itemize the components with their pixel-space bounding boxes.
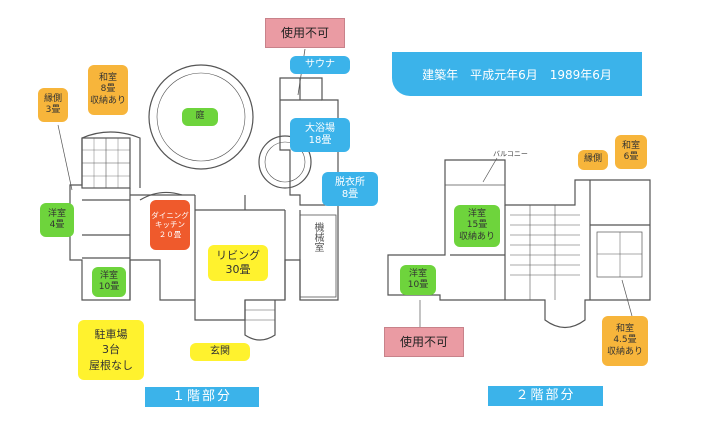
- floor1-unavailable-label: 使用不可: [265, 18, 345, 48]
- washitsu-8-label: 和室 8畳 収納あり: [88, 65, 128, 115]
- dressing-label: 脱衣所 8畳: [322, 172, 378, 206]
- engawa-2f-label: 縁側: [578, 150, 608, 170]
- sauna-label: サウナ: [290, 56, 350, 74]
- floor2-caption: ２階部分: [488, 386, 603, 406]
- youshitsu-4-label: 洋室 4畳: [40, 203, 74, 237]
- garden-circle: [148, 64, 254, 170]
- build-year-text: 建築年 平成元年6月 1989年6月: [422, 67, 612, 82]
- build-year-banner: 建築年 平成元年6月 1989年6月: [392, 52, 642, 96]
- youshitsu-10-2f-label: 洋室 10畳: [400, 265, 436, 295]
- floor1-caption: １階部分: [145, 387, 259, 407]
- engawa-3-label: 縁側 3畳: [38, 88, 68, 122]
- youshitsu-15-label: 洋室 15畳 収納あり: [454, 205, 500, 247]
- machine-room: [299, 214, 337, 298]
- bath-circle: [258, 135, 312, 189]
- garden-label: 庭: [182, 108, 218, 126]
- washitsu-45-label: 和室 4.5畳 収納あり: [602, 316, 648, 366]
- floor2-outline: [387, 159, 651, 329]
- bath-label: 大浴場 18畳: [290, 118, 350, 152]
- balcony-label: バルコニー: [493, 150, 528, 158]
- machine-room-label: 機械室: [312, 222, 323, 252]
- genkan-label: 玄関: [190, 343, 250, 361]
- living-label: リビング 30畳: [208, 245, 268, 281]
- dining-kitchen-label: ダイニング キッチン ２０畳: [150, 200, 190, 250]
- parking-label: 駐車場 3台 屋根なし: [78, 320, 144, 380]
- youshitsu-10-label: 洋室 10畳: [92, 267, 126, 297]
- floor2-unavailable-label: 使用不可: [384, 327, 464, 357]
- washitsu-6-label: 和室 6畳: [615, 135, 647, 169]
